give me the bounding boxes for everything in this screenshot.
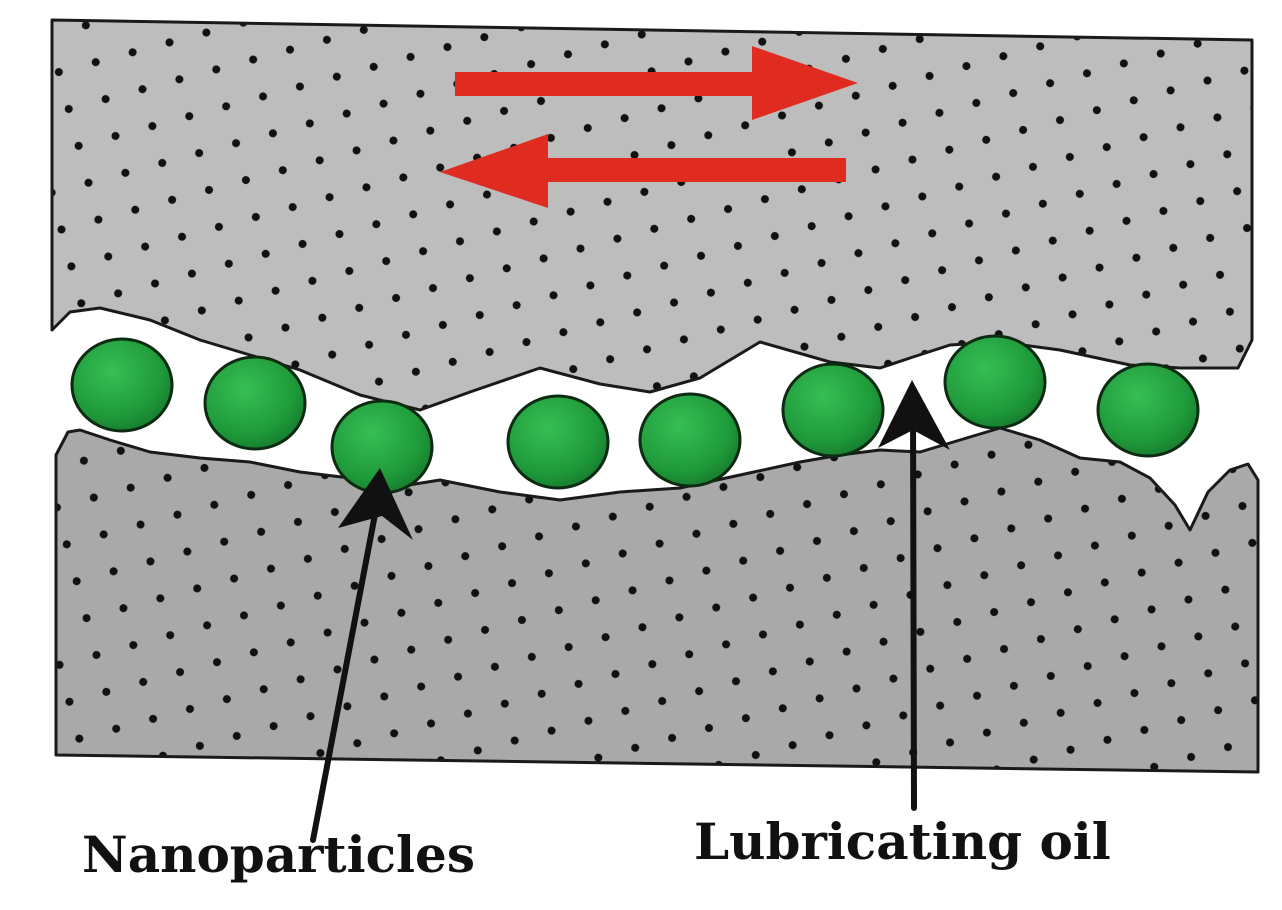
upper-surface bbox=[50, 18, 1254, 412]
nanoparticle bbox=[70, 337, 174, 433]
left-arrow-icon bbox=[440, 134, 846, 208]
lubricating-oil-label: Lubricating oil bbox=[694, 812, 1111, 871]
nanoparticle bbox=[203, 355, 307, 451]
lower-surface bbox=[54, 426, 1260, 774]
nanoparticles-pointer-arrow bbox=[310, 468, 413, 843]
right-arrow-icon bbox=[455, 46, 858, 120]
nanoparticle bbox=[943, 334, 1047, 430]
lubricating-oil-pointer-arrow bbox=[878, 380, 950, 811]
nanoparticle bbox=[506, 394, 610, 490]
nanoparticle bbox=[1096, 362, 1200, 458]
nanoparticles-label: Nanoparticles bbox=[82, 825, 475, 884]
nanoparticles bbox=[70, 334, 1200, 495]
nanoparticle bbox=[638, 392, 742, 488]
nanoparticle bbox=[781, 362, 885, 458]
